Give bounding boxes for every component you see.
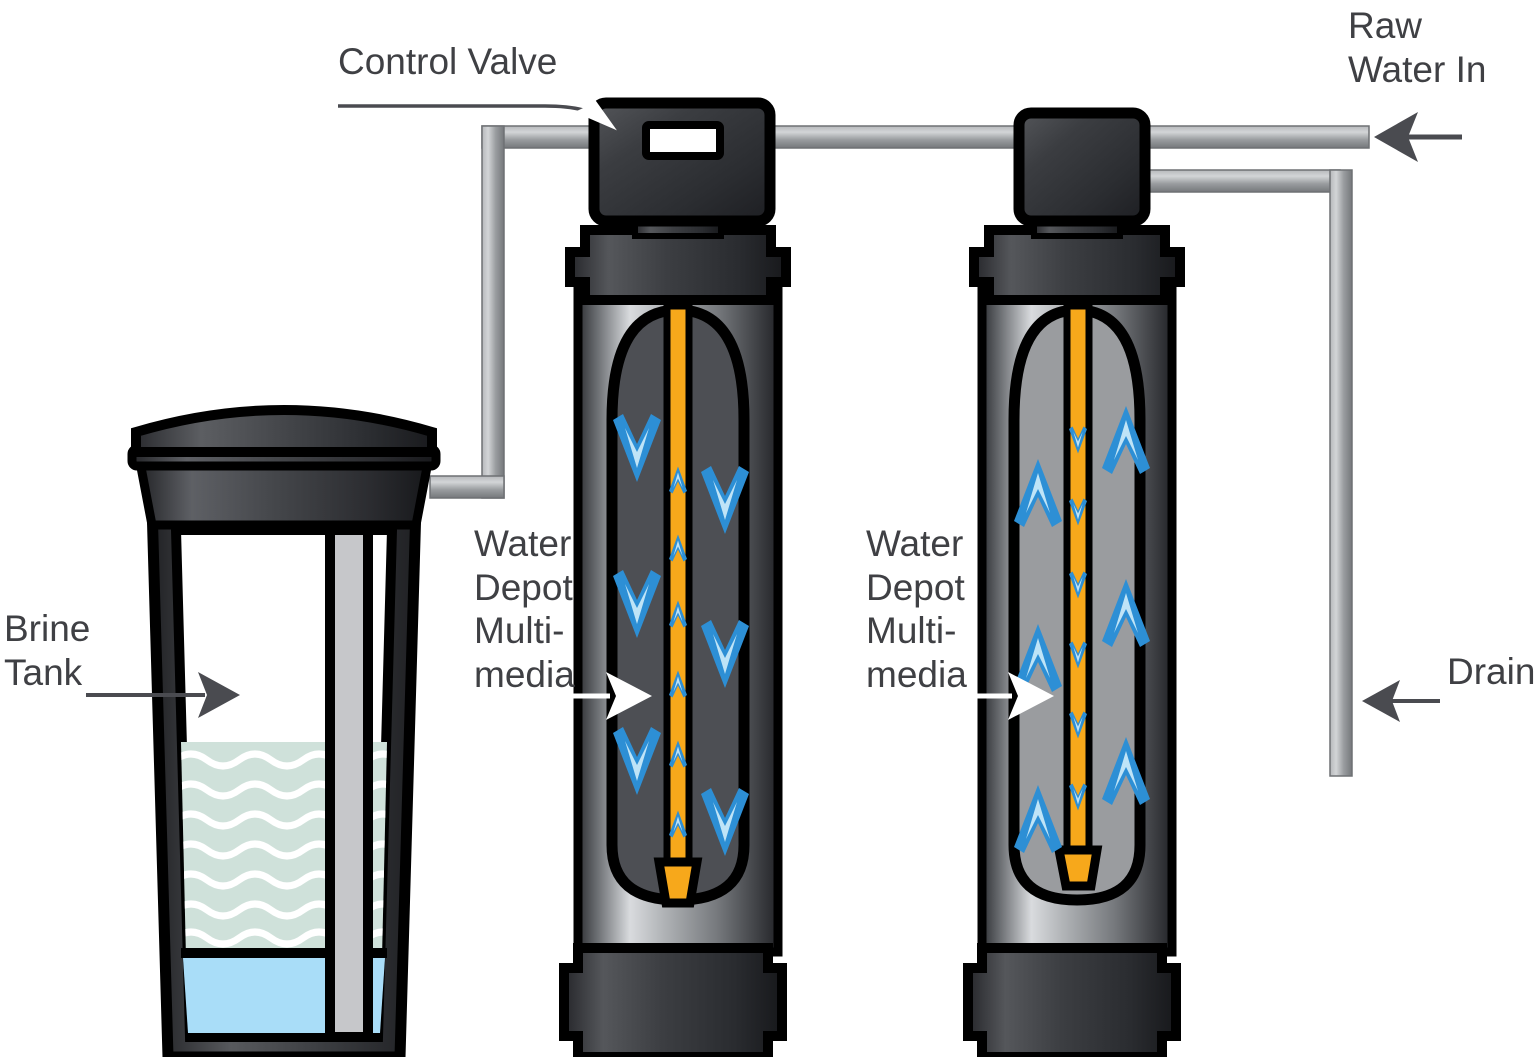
label-left-tank: Water Depot Multi- media [474,523,575,695]
brine-tank-lid[interactable] [131,405,437,457]
left-tank[interactable] [559,97,791,1057]
brine-tank[interactable] [127,405,441,1057]
left-control-valve-head[interactable] [588,97,776,227]
left-tank-pointer [462,672,652,720]
raw-water-inlet-pipe [1135,125,1370,149]
label-raw-water-in: Raw Water In [1348,5,1487,90]
inter-tank-pipe [761,125,1031,149]
brine-well-tube [325,525,373,1042]
label-right-tank: Water Depot Multi- media [866,523,967,695]
raw-water-in-pointer [1374,112,1462,162]
drain-pointer [1362,680,1440,722]
valve-display-window [642,121,724,160]
control-valve-pointer [338,85,617,131]
brine-line-pipe [429,125,505,499]
left-tank-riser-tube [653,302,703,908]
left-tank-neck [565,225,791,305]
right-valve-head[interactable] [1013,107,1151,227]
brine-tank-pointer [86,672,240,718]
right-tank-base [963,943,1181,1057]
right-tank[interactable] [963,107,1185,1057]
right-tank-pointer [856,672,1054,720]
label-drain: Drain [1447,651,1536,692]
label-control-valve: Control Valve [338,41,558,82]
left-tank-base [559,943,787,1057]
label-brine-tank: Brine Tank [4,608,91,693]
right-tank-neck [969,225,1185,305]
brine-tank-collar [127,444,441,530]
annotation-arrows [86,85,1462,722]
